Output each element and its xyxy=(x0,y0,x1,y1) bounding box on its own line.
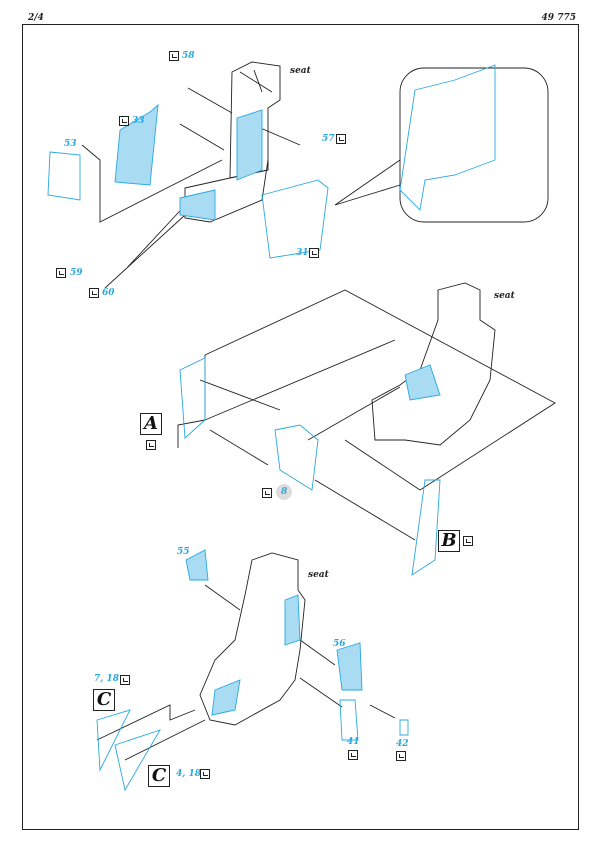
check-icon xyxy=(348,750,358,760)
detail-c-top-box: C xyxy=(93,689,115,711)
check-icon xyxy=(169,51,179,61)
check-icon xyxy=(463,536,473,546)
part-8-marker xyxy=(276,484,292,500)
part-33: 33 xyxy=(132,116,145,126)
part-41: 41 xyxy=(347,737,360,747)
seat-label-2: seat xyxy=(494,291,515,301)
check-icon xyxy=(89,288,99,298)
check-icon xyxy=(119,116,129,126)
kit-code: 49 775 xyxy=(541,13,576,23)
detail-a-box: A xyxy=(140,413,162,435)
check-icon xyxy=(146,440,156,450)
part-57: 57 xyxy=(322,134,335,144)
diagram-frame xyxy=(22,24,579,830)
seat-label-3: seat xyxy=(308,570,329,580)
part-42: 42 xyxy=(396,739,409,749)
seat-2-outline xyxy=(371,282,496,446)
detail-c-bottom-box: C xyxy=(148,765,170,787)
part-55: 55 xyxy=(177,547,190,557)
check-icon xyxy=(200,769,210,779)
check-icon xyxy=(396,751,406,761)
part-31: 31 xyxy=(296,248,309,258)
check-icon xyxy=(56,268,66,278)
check-icon xyxy=(262,488,272,498)
part-8: 8 xyxy=(281,487,288,497)
seat-3-outline xyxy=(199,552,306,726)
detail-c-bottom-parts: 4, 18 xyxy=(176,769,202,779)
part-fill-backrest xyxy=(236,109,263,181)
check-icon xyxy=(336,134,346,144)
part-53: 53 xyxy=(64,139,77,149)
part-56: 56 xyxy=(333,639,346,649)
check-icon xyxy=(120,675,130,685)
part-60: 60 xyxy=(102,288,115,298)
part-59: 59 xyxy=(70,268,83,278)
detail-c-top-parts: 7, 18 xyxy=(94,674,120,684)
seat-label-1: seat xyxy=(290,66,311,76)
page-number: 2/4 xyxy=(28,13,44,23)
detail-b-box: B xyxy=(438,530,460,552)
check-icon xyxy=(309,248,319,258)
part-58: 58 xyxy=(182,51,195,61)
